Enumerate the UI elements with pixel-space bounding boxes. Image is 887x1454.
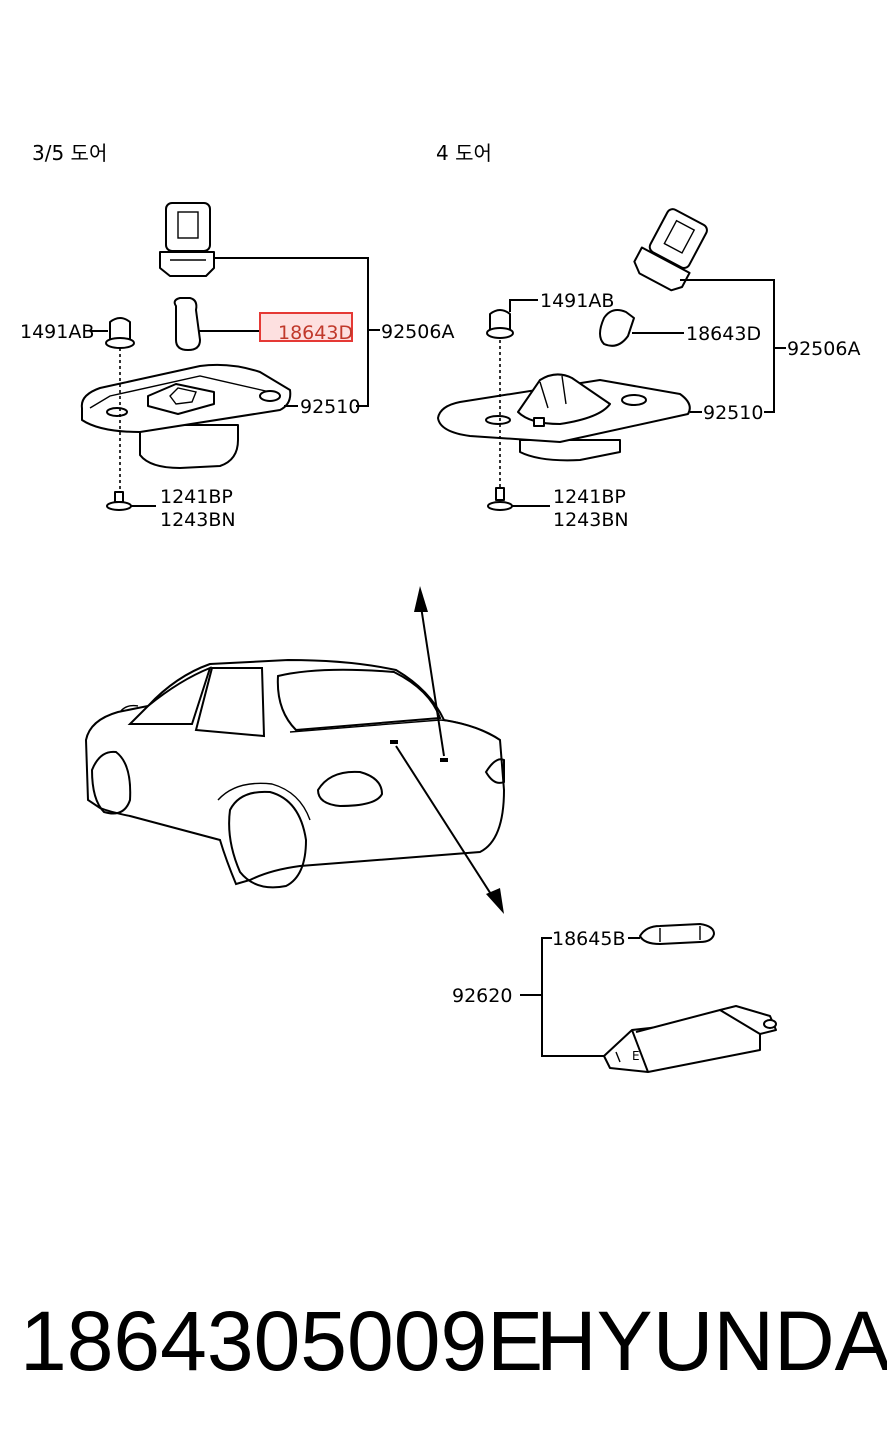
car-lamp-mark-upper xyxy=(440,758,448,762)
left-lamp-housing[interactable] xyxy=(80,363,292,469)
right-lamp-housing[interactable] xyxy=(437,373,691,462)
car-illustration xyxy=(84,586,506,914)
left-bulb[interactable] xyxy=(173,297,201,351)
right-clip[interactable] xyxy=(486,309,514,339)
right-1491ab-leader xyxy=(509,299,538,312)
right-label-18643d[interactable]: 18643D xyxy=(686,323,761,345)
trunk-lamp-mark: E xyxy=(632,1049,640,1063)
left-section-title: 3/5 도어 xyxy=(32,141,107,165)
right-label-92506a[interactable]: 92506A xyxy=(787,338,860,360)
right-bulb[interactable] xyxy=(599,309,635,347)
right-bracket-line xyxy=(680,279,775,413)
trunk-lamp-unit[interactable]: E xyxy=(603,1005,777,1073)
arrow-up-line xyxy=(419,599,445,757)
left-label-18643d[interactable]: 18643D xyxy=(278,322,353,344)
trunk-lamp-assembly: E 18645B 92620 xyxy=(452,923,777,1073)
arrow-up-head xyxy=(414,586,428,612)
right-assembly: 1491AB 18643D 92506A 92510 1241BP 1243BN xyxy=(437,204,860,531)
arrow-down-line xyxy=(395,745,497,903)
right-section-title: 4 도어 xyxy=(436,141,492,165)
right-label-1243bn[interactable]: 1243BN xyxy=(553,509,629,531)
left-clip[interactable] xyxy=(105,317,135,349)
left-label-1243bn[interactable]: 1243BN xyxy=(160,509,236,531)
footer-part-number: 1864305009E xyxy=(20,1294,543,1388)
right-screw[interactable] xyxy=(487,487,513,511)
trunk-label-92620[interactable]: 92620 xyxy=(452,985,512,1007)
left-bracket-line xyxy=(214,257,369,407)
trunk-bracket-line xyxy=(541,937,604,1057)
left-socket[interactable] xyxy=(159,202,215,277)
left-label-1241bp[interactable]: 1241BP xyxy=(160,486,233,508)
festoon-bulb[interactable] xyxy=(639,923,715,945)
trunk-label-18645b[interactable]: 18645B xyxy=(552,928,625,950)
right-label-92510[interactable]: 92510 xyxy=(703,402,763,424)
left-label-92510[interactable]: 92510 xyxy=(300,396,360,418)
right-label-1241bp[interactable]: 1241BP xyxy=(553,486,626,508)
left-screw[interactable] xyxy=(106,491,132,511)
left-label-1491ab[interactable]: 1491AB xyxy=(20,321,94,343)
highlight-box xyxy=(259,312,353,342)
left-assembly: 1491AB 18643D 92506A 92510 1241BP 1243BN xyxy=(20,202,454,531)
left-label-92506a[interactable]: 92506A xyxy=(381,321,454,343)
footer-brand: HYUNDAI xyxy=(536,1294,887,1388)
arrow-down-head xyxy=(486,888,504,914)
car-lamp-mark-lower xyxy=(390,740,398,744)
right-socket[interactable] xyxy=(631,204,713,294)
right-label-1491ab[interactable]: 1491AB xyxy=(540,290,614,312)
